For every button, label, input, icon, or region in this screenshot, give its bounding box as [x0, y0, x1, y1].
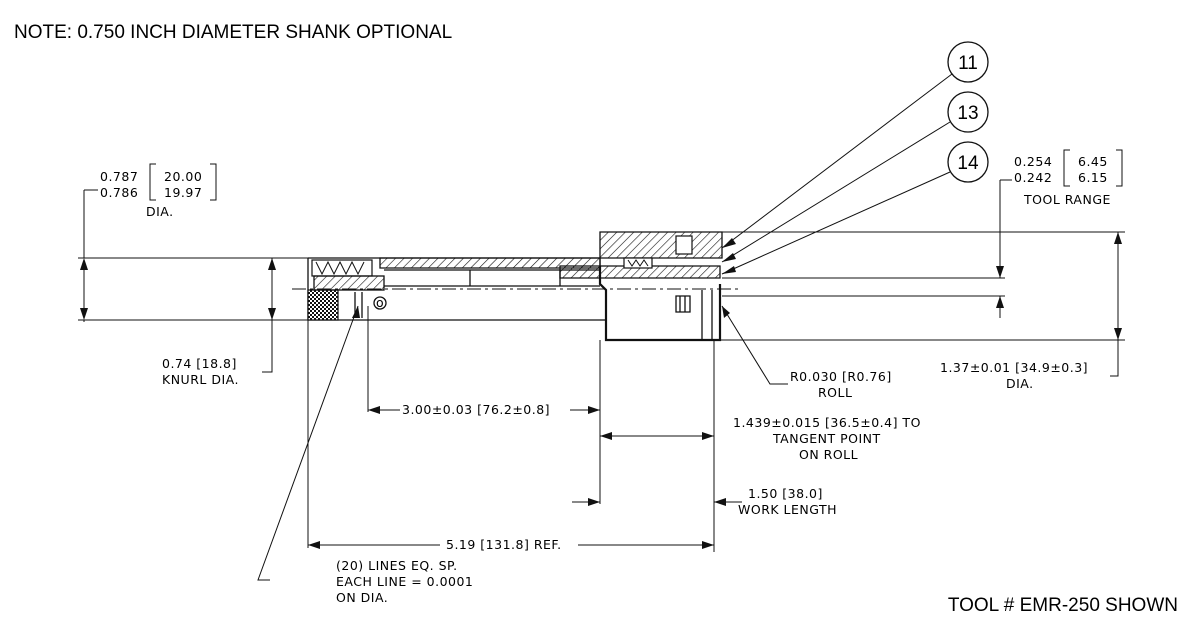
balloon-13: 13	[721, 91, 989, 263]
svg-text:11: 11	[958, 53, 978, 74]
balloon-14: 14	[721, 141, 989, 275]
shank-dia-bottom-in: 0.786	[100, 185, 138, 200]
shank-dia-bottom-mm: 19.97	[164, 185, 202, 200]
svg-text:13: 13	[957, 103, 978, 124]
knurl-region	[307, 289, 339, 321]
roll-radius-dim: R0.030 [R0.76] ROLL	[721, 305, 892, 400]
tool-part: o	[292, 231, 740, 342]
shank-dia-top-in: 0.787	[100, 169, 138, 184]
work-length-line2: WORK LENGTH	[738, 502, 837, 517]
tangent-line2: TANGENT POINT	[772, 431, 881, 446]
tool-range-bottom-mm: 6.15	[1078, 170, 1108, 185]
body-dia-line1: 1.37±0.01 [34.9±0.3]	[940, 360, 1088, 375]
shank-dia-top-mm: 20.00	[164, 169, 202, 184]
knurl-dia-dim: 0.74 [18.8] KNURL DIA.	[162, 258, 276, 387]
lines-note: (20) LINES EQ. SP. EACH LINE = 0.0001 ON…	[257, 305, 473, 605]
tool-range-top-mm: 6.45	[1078, 154, 1108, 169]
knurl-line2: KNURL DIA.	[162, 372, 239, 387]
body-dia-dim: 1.37±0.01 [34.9±0.3] DIA.	[940, 232, 1122, 391]
roll-radius-line1: R0.030 [R0.76]	[790, 369, 892, 384]
shank-dia-dim: 0.787 0.786 20.00 19.97 DIA.	[80, 163, 217, 322]
lines-note-line3: ON DIA.	[336, 590, 388, 605]
shank-dia-suffix: DIA.	[146, 204, 174, 219]
screw-mark: o	[376, 295, 384, 310]
shank-note: NOTE: 0.750 INCH DIAMETER SHANK OPTIONAL	[14, 22, 452, 43]
svg-text:14: 14	[957, 153, 979, 174]
tool-range-suffix: TOOL RANGE	[1023, 192, 1111, 207]
knurl-line1: 0.74 [18.8]	[162, 356, 237, 371]
len-300-label: 3.00±0.03 [76.2±0.8]	[402, 402, 550, 417]
roll-radius-line2: ROLL	[818, 385, 852, 400]
lines-note-line2: EACH LINE = 0.0001	[336, 574, 473, 589]
tool-shown-label: TOOL # EMR-250 SHOWN	[948, 595, 1178, 616]
tangent-line3: ON ROLL	[799, 447, 858, 462]
lines-note-line1: (20) LINES EQ. SP.	[336, 558, 458, 573]
tool-range-bottom-in: 0.242	[1014, 170, 1052, 185]
work-length-line1: 1.50 [38.0]	[748, 486, 823, 501]
body-dia-line2: DIA.	[1006, 376, 1034, 391]
ref-length-label: 5.19 [131.8] REF.	[446, 537, 562, 552]
tangent-line1: 1.439±0.015 [36.5±0.4] TO	[733, 415, 921, 430]
balloon-11: 11	[721, 41, 989, 249]
tool-range-dim: 0.254 0.242 6.45 6.15 TOOL RANGE	[996, 149, 1123, 318]
tool-range-top-in: 0.254	[1014, 154, 1052, 169]
length-dims: 3.00±0.03 [76.2±0.8] 1.439±0.015 [36.5±0…	[307, 306, 921, 552]
